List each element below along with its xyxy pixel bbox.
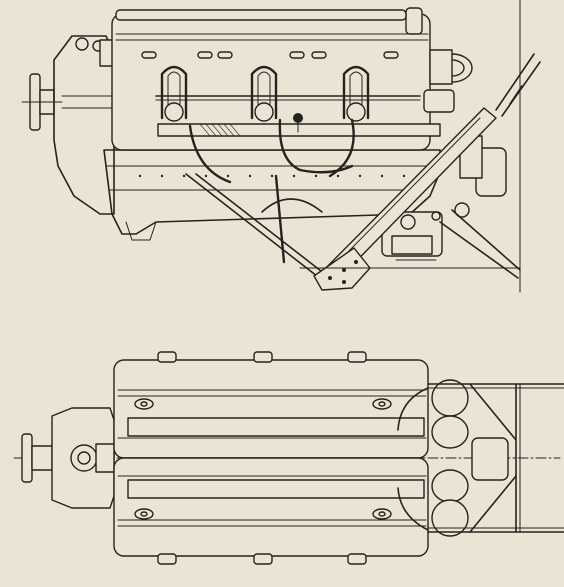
crankcase-bolt-row xyxy=(138,174,406,178)
side-elevation-view xyxy=(21,0,541,293)
bracing-struts xyxy=(185,173,521,281)
magneto xyxy=(423,49,473,113)
manifold-loop-3 xyxy=(342,65,370,122)
cylinder-bank-left xyxy=(113,359,429,459)
plug-caps-top xyxy=(157,351,367,363)
jacket-slot-row xyxy=(141,51,399,59)
manifold-pipe xyxy=(157,113,441,137)
gear-housing xyxy=(53,35,117,215)
inspection-ports xyxy=(134,398,392,520)
plan-propeller-hub xyxy=(21,433,53,483)
intake-manifold xyxy=(155,65,421,122)
cylinder-bank-right xyxy=(113,457,429,557)
mounting-bracket xyxy=(313,247,371,291)
plug-caps-bottom xyxy=(157,553,367,565)
propeller-hub xyxy=(21,73,63,131)
manifold-loop-2 xyxy=(250,65,278,122)
water-pump xyxy=(381,211,443,261)
plan-frame-rails xyxy=(427,383,564,533)
plan-rear-accessories xyxy=(397,379,509,537)
plan-view xyxy=(13,351,564,565)
manifold-loop-1 xyxy=(160,65,188,122)
plan-gear-housing xyxy=(51,407,115,509)
water-hoses xyxy=(188,118,355,264)
